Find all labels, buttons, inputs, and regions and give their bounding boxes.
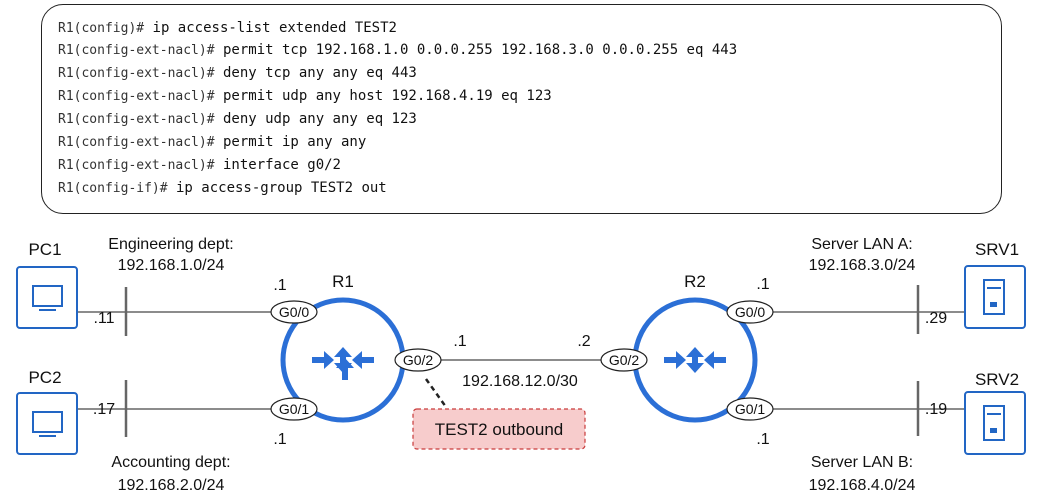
srv1-device[interactable] — [964, 265, 1026, 329]
cli-line: R1(config)# ip access-list extended TEST… — [58, 17, 397, 39]
r1-g01-octet: .1 — [273, 431, 286, 448]
server-b-lan-name: Server LAN B: — [811, 454, 913, 471]
accounting-lan-name: Accounting dept: — [111, 454, 230, 471]
cli-prompt: R1(config-ext-nacl)# — [58, 112, 215, 127]
srv1-octet: .29 — [925, 310, 947, 327]
pc2-device[interactable] — [16, 392, 78, 455]
interface-label: G0/2 — [609, 352, 640, 368]
pc2-octet: .17 — [93, 401, 115, 418]
interface-label: G0/2 — [403, 352, 434, 368]
pc2-label: PC2 — [28, 368, 61, 387]
cli-prompt: R1(config-ext-nacl)# — [58, 43, 215, 58]
pc1-label: PC1 — [28, 240, 61, 259]
cli-config-box: R1(config)# ip access-list extended TEST… — [41, 4, 1002, 214]
pc1-octet: .11 — [93, 310, 114, 327]
srv2-device[interactable] — [964, 391, 1026, 455]
r2-label: R2 — [684, 272, 706, 291]
engineering-lan-subnet: 192.168.1.0/24 — [118, 257, 225, 274]
cli-command: permit udp any host 192.168.4.19 eq 123 — [214, 88, 552, 104]
acl-callout: TEST2 outbound — [412, 408, 586, 450]
server-a-lan-subnet: 192.168.3.0/24 — [809, 257, 916, 274]
r1-g00-octet: .1 — [273, 277, 286, 294]
r1-g02-octet: .1 — [453, 333, 466, 350]
cli-prompt: R1(config-ext-nacl)# — [58, 66, 215, 81]
pc1-device[interactable] — [16, 266, 78, 329]
interface-label: G0/0 — [279, 304, 310, 320]
cli-line: R1(config-ext-nacl)# interface g0/2 — [58, 154, 341, 176]
cli-line: R1(config-ext-nacl)# permit tcp 192.168.… — [58, 39, 737, 61]
callout-connector — [424, 378, 448, 408]
accounting-lan-subnet: 192.168.2.0/24 — [118, 477, 225, 494]
r1-label: R1 — [332, 272, 354, 291]
server-icon — [983, 405, 1005, 441]
cli-line: R1(config-ext-nacl)# permit ip any any — [58, 131, 366, 153]
interface-label: G0/1 — [279, 401, 310, 417]
srv2-octet: .19 — [925, 401, 947, 418]
r1-g02-port[interactable]: G0/2 — [394, 348, 442, 372]
cli-prompt: R1(config-ext-nacl)# — [58, 158, 215, 173]
monitor-icon — [32, 411, 63, 437]
r2-g01-port[interactable]: G0/1 — [726, 397, 774, 421]
r2-g00-octet: .1 — [756, 276, 769, 293]
interface-label: G0/1 — [735, 401, 766, 417]
transit-subnet: 192.168.12.0/30 — [462, 373, 578, 390]
cli-command: deny tcp any any eq 443 — [214, 65, 417, 81]
srv2-label: SRV2 — [975, 370, 1019, 389]
cli-line: R1(config-ext-nacl)# deny tcp any any eq… — [58, 62, 417, 84]
r2-g01-octet: .1 — [756, 431, 769, 448]
r2-g00-port[interactable]: G0/0 — [726, 300, 774, 324]
cli-prompt: R1(config-ext-nacl)# — [58, 135, 215, 150]
server-b-lan-subnet: 192.168.4.0/24 — [809, 477, 916, 494]
r2-g02-octet: .2 — [577, 333, 590, 350]
cli-prompt: R1(config)# — [58, 21, 145, 36]
engineering-lan-name: Engineering dept: — [108, 236, 233, 253]
cli-command: ip access-list extended TEST2 — [144, 20, 397, 36]
cli-prompt: R1(config-ext-nacl)# — [58, 89, 215, 104]
server-icon — [983, 279, 1005, 315]
cli-line: R1(config-ext-nacl)# deny udp any any eq… — [58, 108, 417, 130]
server-a-lan-name: Server LAN A: — [811, 236, 912, 253]
r1-g01-port[interactable]: G0/1 — [270, 397, 318, 421]
acl-callout-text: TEST2 outbound — [435, 420, 564, 439]
cli-command: ip access-group TEST2 out — [167, 180, 387, 196]
r2-g02-port[interactable]: G0/2 — [600, 348, 648, 372]
cli-line: R1(config-ext-nacl)# permit udp any host… — [58, 85, 552, 107]
cli-command: deny udp any any eq 123 — [214, 111, 417, 127]
r1-g00-port[interactable]: G0/0 — [270, 300, 318, 324]
cli-prompt: R1(config-if)# — [58, 181, 168, 196]
interface-label: G0/0 — [735, 304, 766, 320]
srv1-label: SRV1 — [975, 240, 1019, 259]
cli-command: permit ip any any — [214, 134, 367, 150]
cli-command: permit tcp 192.168.1.0 0.0.0.255 192.168… — [214, 42, 738, 58]
monitor-icon — [32, 285, 63, 311]
cli-line: R1(config-if)# ip access-group TEST2 out — [58, 177, 387, 199]
cli-command: interface g0/2 — [214, 157, 341, 173]
